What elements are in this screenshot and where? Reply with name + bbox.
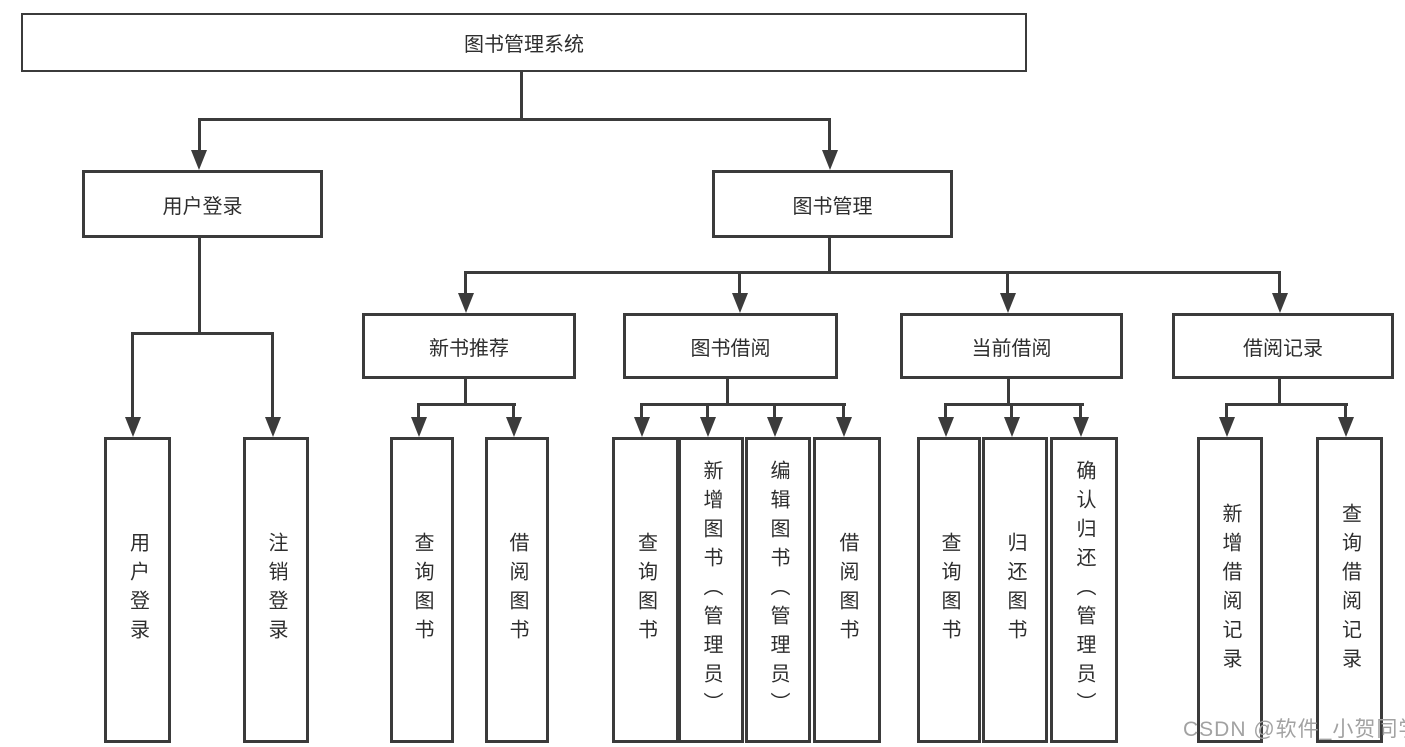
node-book-borrow: 图书借阅: [623, 313, 838, 379]
connector-current-stem: [1007, 373, 1010, 406]
leaf-borrow-books-recommend: 借阅图书: [485, 437, 549, 743]
leaf-confirm-return-admin: 确认归还（管理员）: [1050, 437, 1118, 743]
connector-recommend-drop-1: [417, 403, 420, 419]
connector-user-login-drop-2: [271, 332, 274, 419]
connector-book-mgmt-bar: [464, 271, 1281, 274]
arrow-to-confirm-return-admin: [1073, 417, 1089, 437]
connector-recommend-stem: [464, 373, 467, 406]
node-root: 图书管理系统: [21, 13, 1027, 72]
node-new-book-recommend: 新书推荐: [362, 313, 576, 379]
leaf-add-books-admin: 新增图书（管理员）: [678, 437, 744, 743]
leaf-query-books-recommend: 查询图书: [390, 437, 454, 743]
arrow-to-borrow-books-recommend: [506, 417, 522, 437]
leaf-query-books-recommend-label: 查询图书: [411, 532, 433, 648]
arrow-to-user-login: [191, 150, 207, 170]
connector-borrow-bar: [640, 403, 846, 406]
leaf-query-books-current: 查询图书: [917, 437, 981, 743]
connector-current-drop-2: [1010, 403, 1013, 419]
connector-root-stem: [520, 68, 523, 121]
leaf-logout-label: 注销登录: [265, 532, 287, 648]
node-book-management: 图书管理: [712, 170, 953, 238]
connector-borrow-drop-1: [640, 403, 643, 419]
arrow-to-new-book-recommend: [458, 293, 474, 313]
connector-root-drop-right: [828, 118, 831, 152]
leaf-query-borrow-record-label: 查询借阅记录: [1338, 503, 1361, 677]
leaf-query-books-current-label: 查询图书: [938, 532, 960, 648]
connector-root-drop-left: [198, 118, 201, 152]
leaf-add-borrow-record-label: 新增借阅记录: [1219, 503, 1241, 677]
arrow-to-borrow-records: [1272, 293, 1288, 313]
connector-book-mgmt-drop-2: [738, 271, 741, 295]
arrow-to-add-books-admin: [700, 417, 716, 437]
connector-current-drop-1: [944, 403, 947, 419]
arrow-to-query-books-borrow: [634, 417, 650, 437]
arrow-to-add-borrow-record: [1219, 417, 1235, 437]
connector-book-mgmt-drop-4: [1278, 271, 1281, 295]
arrow-to-query-books-recommend: [411, 417, 427, 437]
connector-current-drop-3: [1079, 403, 1082, 419]
node-current-borrow: 当前借阅: [900, 313, 1123, 379]
connector-borrow-drop-2: [706, 403, 709, 419]
connector-user-login-drop-1: [131, 332, 134, 419]
leaf-edit-books-admin: 编辑图书（管理员）: [745, 437, 811, 743]
leaf-borrow-books-label: 借阅图书: [836, 532, 858, 648]
connector-records-bar: [1225, 403, 1348, 406]
leaf-query-books-borrow: 查询图书: [612, 437, 679, 743]
connector-recommend-drop-2: [512, 403, 515, 419]
arrow-to-book-borrow: [732, 293, 748, 313]
leaf-query-books-borrow-label: 查询图书: [634, 532, 657, 648]
arrow-to-leaf-logout: [265, 417, 281, 437]
connector-current-bar: [944, 403, 1084, 406]
leaf-return-books: 归还图书: [982, 437, 1048, 743]
connector-borrow-drop-3: [773, 403, 776, 419]
leaf-add-borrow-record: 新增借阅记录: [1197, 437, 1263, 743]
arrow-to-query-borrow-record: [1338, 417, 1354, 437]
leaf-user-login-label: 用户登录: [126, 532, 149, 648]
node-borrow-records: 借阅记录: [1172, 313, 1394, 379]
leaf-return-books-label: 归还图书: [1004, 532, 1026, 648]
leaf-borrow-books: 借阅图书: [813, 437, 881, 743]
connector-borrow-drop-4: [842, 403, 845, 419]
connector-recommend-bar: [417, 403, 516, 406]
leaf-query-borrow-record: 查询借阅记录: [1316, 437, 1383, 743]
arrow-to-return-books: [1004, 417, 1020, 437]
connector-book-mgmt-drop-3: [1006, 271, 1009, 295]
connector-records-stem: [1278, 373, 1281, 406]
connector-root-bar: [198, 118, 831, 121]
leaf-user-login: 用户登录: [104, 437, 171, 743]
arrow-to-current-borrow: [1000, 293, 1016, 313]
leaf-add-books-admin-label: 新增图书（管理员）: [700, 459, 722, 721]
leaf-edit-books-admin-label: 编辑图书（管理员）: [767, 459, 789, 721]
arrow-to-leaf-user-login: [125, 417, 141, 437]
arrow-to-query-books-current: [938, 417, 954, 437]
arrow-to-borrow-books: [836, 417, 852, 437]
connector-records-drop-1: [1225, 403, 1228, 419]
connector-user-login-stem: [198, 232, 201, 335]
connector-book-mgmt-stem: [828, 232, 831, 274]
arrow-to-book-management: [822, 150, 838, 170]
leaf-borrow-books-recommend-label: 借阅图书: [506, 532, 528, 648]
arrow-to-edit-books-admin: [767, 417, 783, 437]
connector-user-login-bar: [131, 332, 274, 335]
connector-book-mgmt-drop-1: [464, 271, 467, 295]
connector-borrow-stem: [726, 373, 729, 406]
node-user-login: 用户登录: [82, 170, 323, 238]
leaf-confirm-return-admin-label: 确认归还（管理员）: [1073, 459, 1095, 721]
csdn-watermark: CSDN @软件_小贺同学: [1183, 718, 1405, 741]
connector-records-drop-2: [1344, 403, 1347, 419]
leaf-logout: 注销登录: [243, 437, 309, 743]
